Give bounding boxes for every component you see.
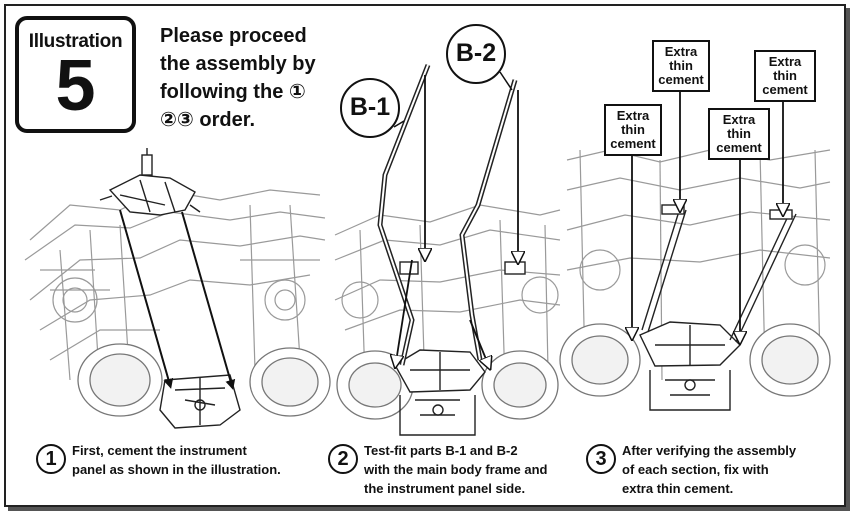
b1-leader xyxy=(393,120,405,128)
part-tag-b1: B-1 xyxy=(340,78,400,138)
callout-extra-thin-cement-3: Extra thin cement xyxy=(708,108,770,160)
callout-line: cement xyxy=(716,140,762,155)
callout-line: thin xyxy=(669,58,693,73)
part-b1-rod xyxy=(377,64,431,366)
callout-extra-thin-cement-1: Extra thin cement xyxy=(604,104,662,156)
step-number: 3 xyxy=(586,444,616,474)
part-tag-b1-label: B-1 xyxy=(349,93,391,121)
step-number: 1 xyxy=(36,444,66,474)
callout-extra-thin-cement-4: Extra thin cement xyxy=(754,50,816,102)
callout-line: Extra xyxy=(664,44,698,59)
callout-line: cement xyxy=(658,72,704,87)
intro-text: Please proceed the assembly by following… xyxy=(160,22,360,134)
intro-line: the assembly by xyxy=(160,53,316,75)
step-line: of each section, fix with xyxy=(622,462,769,477)
panel-1-arrow-left xyxy=(119,209,174,389)
intro-line: Please proceed xyxy=(160,25,307,47)
step-line: extra thin cement. xyxy=(622,481,734,496)
step-3: 3 After verifying the assembly of each s… xyxy=(586,441,796,498)
panel-1-instrument-panel xyxy=(99,148,241,429)
callout-line: thin xyxy=(727,126,751,141)
step-2: 2 Test-fit parts B-1 and B-2 with the ma… xyxy=(328,441,547,498)
callout-line: thin xyxy=(621,122,645,137)
part-tag-b2: B-2 xyxy=(446,24,506,84)
panel-2-arrow-4 xyxy=(469,319,488,364)
callout-line: Extra xyxy=(722,112,756,127)
step-1: 1 First, cement the instrument panel as … xyxy=(36,441,281,479)
panel-1-engines xyxy=(77,343,331,417)
panel-2-arrow-3 xyxy=(396,259,413,362)
callout-line: cement xyxy=(610,136,656,151)
illustration-badge: Illustration 5 xyxy=(15,16,136,133)
panel-1-arrow-right xyxy=(181,211,236,390)
callout-line: thin xyxy=(773,68,797,83)
step-line: Test-fit parts B-1 and B-2 xyxy=(364,443,518,458)
intro-line: ②③ order. xyxy=(160,109,255,131)
part-tag-b2-label: B-2 xyxy=(455,39,497,67)
panel-2-instrument-panel xyxy=(394,261,526,436)
step-line: with the main body frame and xyxy=(364,462,548,477)
callout-line: Extra xyxy=(616,108,650,123)
part-b2-rod xyxy=(459,79,518,361)
step-number: 2 xyxy=(328,444,358,474)
step-line: First, cement the instrument xyxy=(72,443,247,458)
step-line: the instrument panel side. xyxy=(364,481,526,496)
badge-label: Illustration xyxy=(28,31,123,52)
step-line: panel as shown in the illustration. xyxy=(72,462,281,477)
badge-number: 5 xyxy=(55,46,96,126)
step-text: After verifying the assembly of each sec… xyxy=(622,441,796,498)
panel-3-engines xyxy=(559,323,831,397)
callout-line: cement xyxy=(762,82,808,97)
step-text: First, cement the instrument panel as sh… xyxy=(72,441,281,479)
step-text: Test-fit parts B-1 and B-2 with the main… xyxy=(364,441,547,498)
b2-leader xyxy=(499,71,513,91)
callout-line: Extra xyxy=(768,54,802,69)
callout-extra-thin-cement-2: Extra thin cement xyxy=(652,40,710,92)
step-line: After verifying the assembly xyxy=(622,443,797,458)
intro-line: following the ① xyxy=(160,81,306,103)
